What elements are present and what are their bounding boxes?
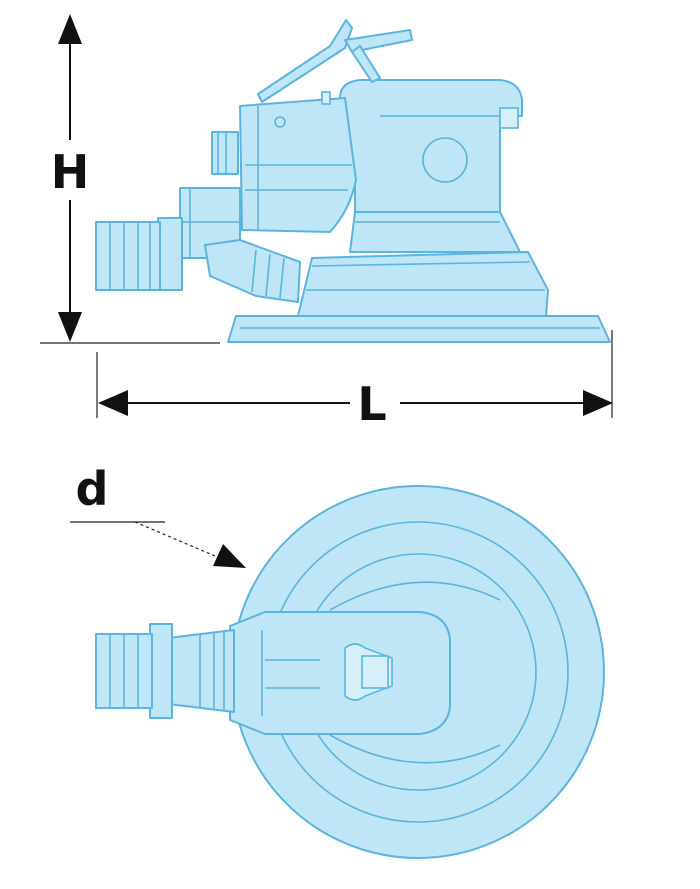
height-arrow-up-icon (58, 14, 82, 44)
sander-top-outline (95, 485, 605, 859)
length-dimension: L (96, 330, 613, 431)
height-arrow-down-icon (58, 312, 82, 342)
height-dimension: H (50, 14, 90, 342)
diameter-label: d (76, 462, 109, 516)
sander-side-outline (95, 19, 611, 343)
height-label: H (51, 145, 90, 199)
top-view: d (70, 462, 605, 859)
diameter-arrow-icon (213, 544, 246, 568)
length-label: L (357, 377, 386, 431)
side-view: H L (40, 14, 613, 431)
length-arrow-left-icon (98, 390, 128, 416)
diameter-dimension: d (70, 462, 246, 568)
length-arrow-right-icon (583, 390, 613, 416)
